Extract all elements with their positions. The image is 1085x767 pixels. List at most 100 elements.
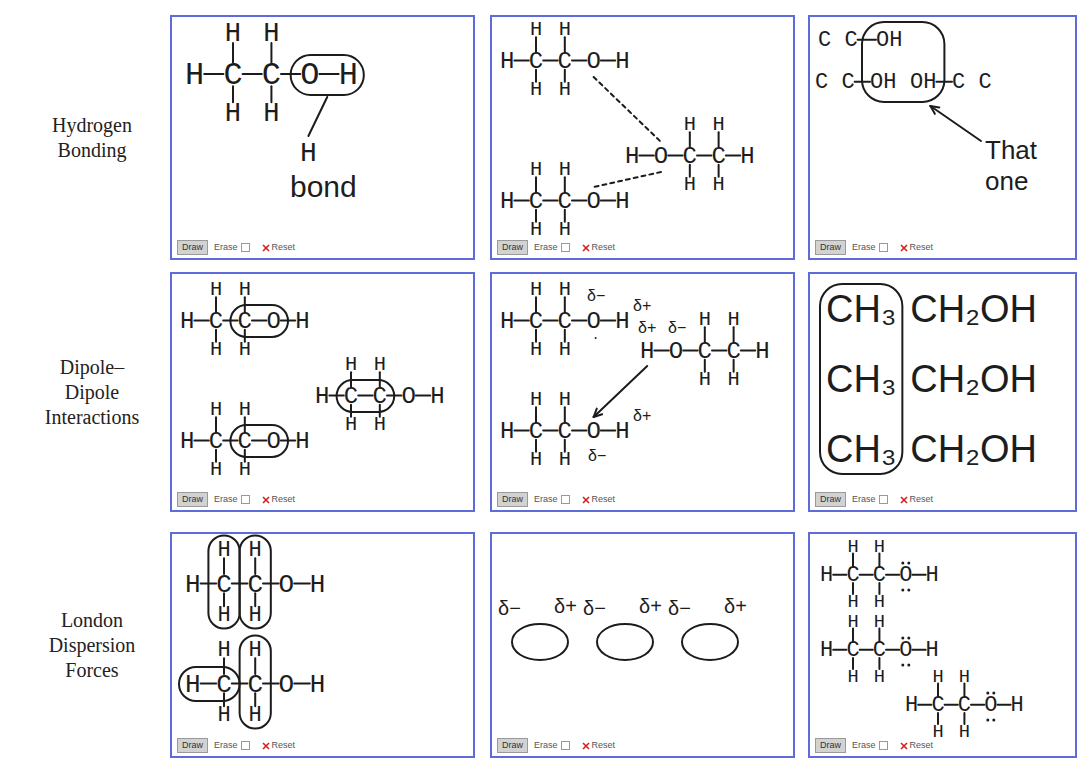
atom-label: H [932,723,943,742]
structural-formula: H C C O H [180,310,310,334]
reset-icon-stroke [263,245,269,251]
condensed-formula: C C [815,72,855,94]
charge-label: δ+ [633,408,651,424]
lone-pair-dot [992,719,995,722]
atom-label: H [727,370,739,390]
row-label: London Dispersion Forces [36,608,148,683]
dropdown-box [241,243,250,252]
dropdown-box [561,243,570,252]
atom-label: H [249,605,262,627]
toolbar-button: Draw [177,240,208,255]
condensed-formula: OH [876,30,902,52]
dipole-arrow-head [594,414,603,417]
toolbar: DrawEraseReset [177,738,295,753]
toolbar-button: Draw [177,492,208,507]
atom-label: H [559,80,571,100]
charge-label: δ− [583,598,606,618]
toolbar: DrawEraseReset [815,738,933,753]
structural-formula: H C C O H [185,572,325,598]
condensed-formula: OH [910,72,936,94]
handwritten-note: That one [985,135,1070,197]
atom-label: H [530,280,542,300]
toolbar: Draw Erase Reset [177,492,295,507]
atom-label: H [699,370,711,390]
atom-label: H [847,538,858,557]
atom-label: H [239,460,251,480]
bond-line [858,39,876,41]
reset-icon-stroke [263,743,269,749]
condensed-formula: CH₂OH [910,360,1037,398]
lone-pair-dot [907,664,910,667]
atom-label: H [225,20,241,47]
dropdown-box [561,495,570,504]
reset-icon [582,244,590,252]
structural-formula: H C C O H [180,430,310,454]
toolbar-button: Draw [815,492,846,507]
atom-label: H [874,668,885,687]
charge-label: δ+ [554,596,577,616]
atom-label: H [210,460,222,480]
leader-line [308,97,327,136]
atom-label: H [217,640,230,662]
pointer-arrow-head [930,106,934,114]
row-label: Dipole–Dipole Interactions [36,355,148,430]
atom-label: H [239,400,251,420]
charge-label: δ+ [724,596,747,616]
structural-formula: H C C O H [315,385,445,409]
atom-label: H [530,20,542,40]
reset-icon-stroke [263,743,269,749]
atom-label: H [530,450,542,470]
reset-icon-stroke [583,245,589,251]
condensed-formula: CH₂OH [910,290,1037,328]
toolbar-button: Draw [497,492,528,507]
drawing-panel: DrawEraseReset [170,532,475,758]
condensed-formula: CH₃ [826,290,896,328]
atom-label: H [874,593,885,612]
toolbar-text: Reset [592,740,616,751]
reset-icon-stroke [263,497,269,503]
dropdown-box [879,495,888,504]
atom-label: H [217,540,230,562]
electron-cloud [682,624,738,660]
toolbar-button: Draw [815,738,846,753]
drawing-panel: DrawEraseReset [170,15,475,260]
reset-icon-stroke [263,245,269,251]
condensed-formula: OH [870,72,896,94]
atom-label: H [559,280,571,300]
dropdown-box [561,741,570,750]
toolbar-text: Reset [910,740,934,751]
toolbar-text: Erase [214,494,238,505]
atom-label: H [300,140,317,168]
charge-label: δ+ [639,596,662,616]
atom-label: H [210,400,222,420]
atom-label: H [712,175,724,195]
atom-label: H [684,175,696,195]
condensed-formula: C C [818,30,858,52]
toolbar-text: Reset [272,494,296,505]
toolbar-text: Erase [534,242,558,253]
charge-label: δ+ [638,320,656,336]
atom-label: H [530,390,542,410]
atom-label: H [249,705,262,727]
reset-icon-stroke [901,743,907,749]
atom-label: H [559,450,571,470]
circled-group [820,284,902,474]
reset-icon [262,742,270,750]
structural-formula: H C C O H [185,672,325,698]
reset-icon-stroke [583,743,589,749]
reset-icon-stroke [583,497,589,503]
atom-label: H [530,160,542,180]
atom-label: H [874,613,885,632]
charge-label: δ− [587,288,605,304]
atom-label: H [530,80,542,100]
atom-label: H [217,605,230,627]
structural-formula: H O C C H [625,145,755,169]
structural-formula: H C C O H [500,50,630,74]
atom-label: H [874,538,885,557]
condensed-formula: CH₂OH [910,430,1037,468]
atom-label: H [530,220,542,240]
atom-label: H [263,20,279,47]
atom-label: H [959,668,970,687]
structural-formula: H C C O H [185,60,358,92]
charge-label: δ− [588,448,606,464]
